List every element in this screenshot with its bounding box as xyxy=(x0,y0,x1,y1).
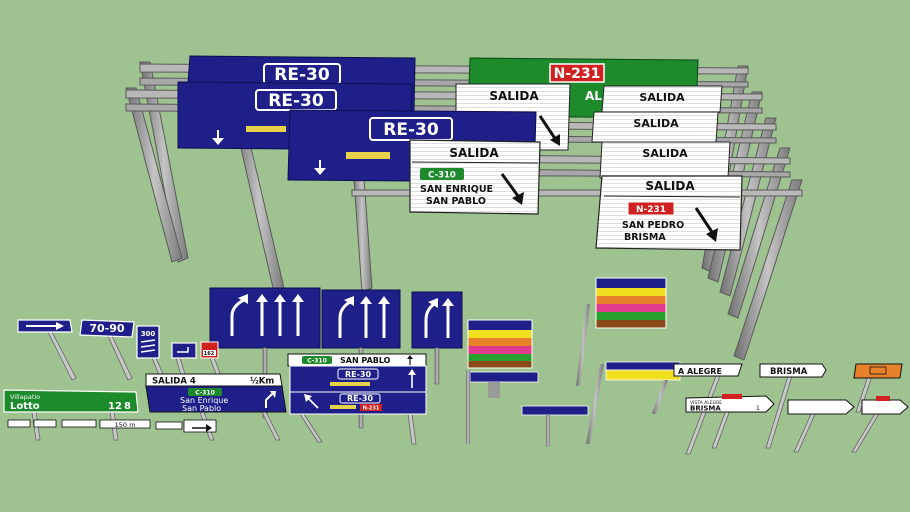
white-arrow-sign-1 xyxy=(787,399,855,415)
gantry-sign-salida-r1: SALIDA xyxy=(601,85,723,113)
svg-text:BRISMA: BRISMA xyxy=(624,232,666,243)
detour-sign xyxy=(171,342,197,359)
svg-text:BRISMA: BRISMA xyxy=(690,405,721,413)
lane-sign-4 xyxy=(209,287,321,349)
distance-plates: 150 m xyxy=(7,419,217,433)
svg-text:SAN PABLO: SAN PABLO xyxy=(340,356,391,365)
svg-text:SALIDA: SALIDA xyxy=(645,179,695,193)
re30-label: RE-30 xyxy=(274,65,330,85)
svg-text:C-310: C-310 xyxy=(428,171,456,181)
svg-text:½Km: ½Km xyxy=(250,376,274,387)
svg-text:SALIDA: SALIDA xyxy=(639,91,685,104)
lotto-direction-sign: Villapatio Lotto 12 8 xyxy=(3,389,139,413)
svg-text:RE-30: RE-30 xyxy=(383,120,439,140)
svg-text:BRISMA: BRISMA xyxy=(770,367,808,377)
salida-4-sign: SALIDA 4 ½Km C-310 San Enrique San Pablo xyxy=(145,373,287,413)
colored-direction-sign-right xyxy=(576,277,667,386)
svg-text:Lotto: Lotto xyxy=(10,401,40,412)
gantry-sign-salida-r2: SALIDA xyxy=(591,111,719,143)
svg-text:RE-30: RE-30 xyxy=(268,91,324,111)
svg-text:150 m: 150 m xyxy=(115,421,136,429)
c310-san-pablo-combo-sign: C-310 SAN PABLO RE-30 RE-30 N-231 xyxy=(287,353,427,415)
svg-text:C-310: C-310 xyxy=(195,390,215,397)
svg-text:N-231: N-231 xyxy=(363,406,380,412)
gantry-sign-salida-c310: SALIDA C-310 SAN ENRIQUE SAN PABLO xyxy=(409,139,541,215)
brisma-sign-large: BRISMA xyxy=(759,363,827,378)
svg-text:N-231: N-231 xyxy=(636,205,666,215)
lane-sign-2 xyxy=(411,291,463,349)
svg-text:C-310: C-310 xyxy=(307,358,327,365)
svg-text:SALIDA: SALIDA xyxy=(642,147,688,160)
arrow-right-sign xyxy=(17,319,73,333)
arrow-down-icon xyxy=(314,160,326,175)
svg-text:SALIDA: SALIDA xyxy=(633,117,679,130)
n231-label: N-231 xyxy=(554,66,601,82)
svg-text:1: 1 xyxy=(756,405,760,412)
svg-text:A ALEGRE: A ALEGRE xyxy=(678,367,722,376)
svg-text:70-90: 70-90 xyxy=(89,322,125,335)
arrow-down-icon xyxy=(212,130,224,145)
svg-text:162: 162 xyxy=(204,351,215,357)
blue-bar-sign xyxy=(521,405,589,447)
svg-text:RE-30: RE-30 xyxy=(345,370,372,379)
svg-text:8: 8 xyxy=(124,401,131,412)
speed-sign-70-90: 70-90 xyxy=(79,319,135,338)
svg-text:San Pablo: San Pablo xyxy=(182,404,221,413)
gantry-sign-salida-n231: SALIDA N-231 SAN PEDRO BRISMA xyxy=(595,175,743,251)
sign-162: 162 xyxy=(200,341,219,359)
svg-text:Villapatio: Villapatio xyxy=(10,393,40,401)
svg-text:SALIDA: SALIDA xyxy=(489,89,539,103)
right-sign-poles xyxy=(685,375,881,455)
arrow-right-icon xyxy=(26,322,64,330)
svg-text:VISTA ALEGRE: VISTA ALEGRE xyxy=(690,400,722,406)
brisma-arrow-sign: VISTA ALEGRE BRISMA 1 xyxy=(685,394,775,413)
blue-yellow-sign xyxy=(586,361,681,444)
svg-text:SAN PEDRO: SAN PEDRO xyxy=(622,220,684,231)
colored-direction-sign-center xyxy=(466,319,539,444)
orange-sign xyxy=(853,363,903,379)
svg-text:RE-30: RE-30 xyxy=(347,394,374,403)
svg-text:SAN PABLO: SAN PABLO xyxy=(426,196,486,207)
partial-label: AL xyxy=(585,89,602,103)
svg-text:San Enrique: San Enrique xyxy=(180,396,228,405)
vista-alegre-sign: A ALEGRE xyxy=(673,363,743,377)
svg-text:300: 300 xyxy=(141,330,156,338)
svg-text:SALIDA: SALIDA xyxy=(449,146,499,160)
sign-300: 300 xyxy=(136,325,160,359)
svg-text:SALIDA 4: SALIDA 4 xyxy=(152,377,196,387)
white-arrow-sign-2 xyxy=(861,396,909,415)
gantry-sign-salida-r3: SALIDA xyxy=(599,141,731,179)
lane-sign-3 xyxy=(321,289,401,349)
svg-text:12: 12 xyxy=(108,401,122,412)
svg-text:SAN ENRIQUE: SAN ENRIQUE xyxy=(420,184,493,195)
